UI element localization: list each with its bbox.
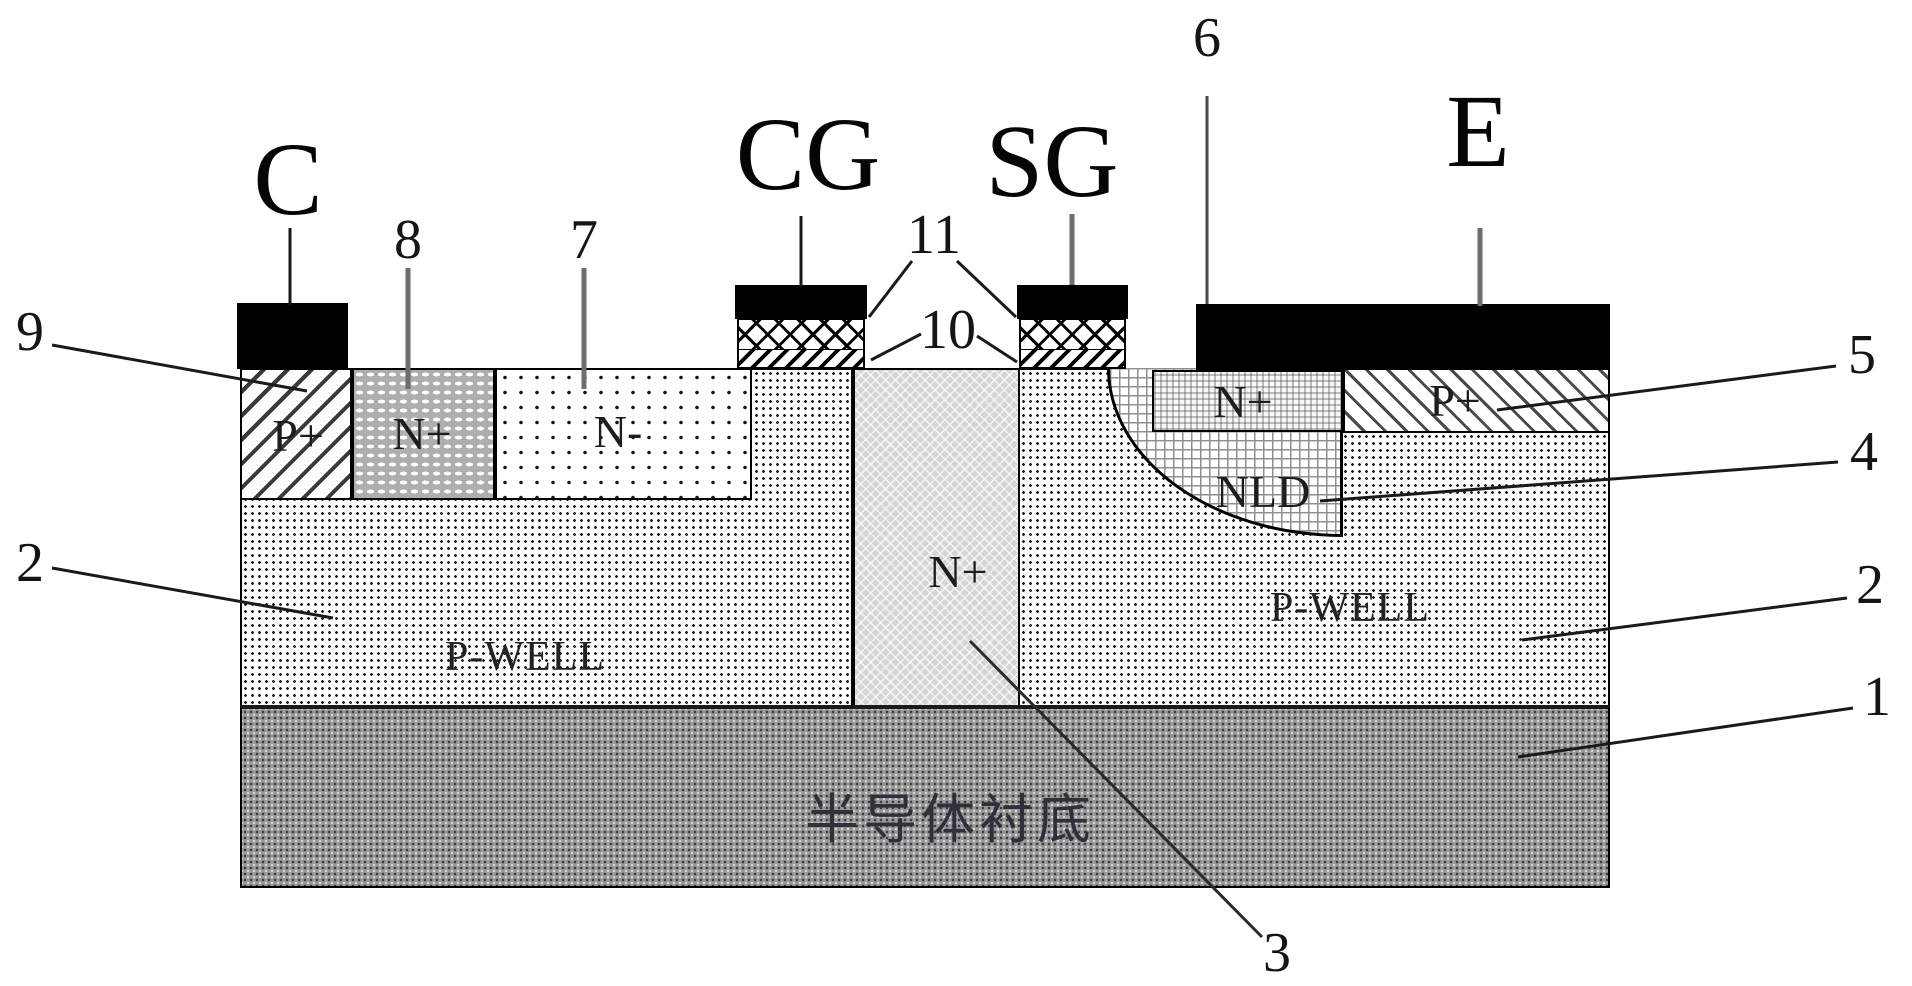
ref-num-2-right: 2 bbox=[1856, 554, 1884, 616]
substrate-label: 半导体衬底 bbox=[805, 790, 1095, 850]
sg-gate-dielectric-layer bbox=[1019, 350, 1126, 369]
n-plus-center-column-region bbox=[853, 368, 1020, 707]
leader-line-10a bbox=[870, 332, 922, 362]
terminal-label-cg: CG bbox=[735, 97, 881, 212]
ref-num-9: 9 bbox=[16, 301, 44, 363]
leader-line-11a bbox=[867, 260, 914, 318]
ref-num-5: 5 bbox=[1848, 324, 1876, 386]
n-minus-region bbox=[495, 368, 752, 500]
region-label-n-plus-left: N+ bbox=[392, 408, 452, 459]
n-plus-emitter-region bbox=[1152, 370, 1343, 432]
region-label-p-plus-left: P+ bbox=[272, 410, 324, 461]
sg-gate-electrode bbox=[1017, 285, 1128, 319]
ref-num-3: 3 bbox=[1263, 922, 1291, 984]
region-label-p-well-left: P-WELL bbox=[445, 634, 605, 680]
cg-floating-gate-layer bbox=[737, 318, 865, 351]
region-label-n-minus: N- bbox=[593, 406, 643, 457]
region-label-n-plus-emitter: N+ bbox=[1213, 376, 1273, 427]
ref-num-8: 8 bbox=[394, 209, 422, 271]
terminal-label-e: E bbox=[1446, 74, 1510, 189]
collector-electrode bbox=[237, 303, 348, 369]
cg-gate-dielectric-layer bbox=[737, 350, 865, 369]
region-label-p-plus-emitter: P+ bbox=[1429, 375, 1481, 426]
leader-line-10b bbox=[976, 334, 1018, 364]
emitter-electrode bbox=[1196, 304, 1610, 370]
ref-num-11: 11 bbox=[907, 204, 961, 266]
n-plus-left-region bbox=[352, 368, 495, 500]
terminal-label-c: C bbox=[253, 122, 323, 237]
ref-num-7: 7 bbox=[570, 209, 598, 271]
sg-floating-gate-layer bbox=[1019, 318, 1126, 351]
ref-num-6: 6 bbox=[1193, 7, 1221, 69]
ref-num-4: 4 bbox=[1850, 421, 1878, 483]
ref-num-2-left: 2 bbox=[16, 532, 44, 594]
ref-num-10: 10 bbox=[920, 299, 976, 361]
region-label-p-well-right: P-WELL bbox=[1270, 585, 1430, 631]
region-label-n-plus-center: N+ bbox=[928, 546, 988, 597]
ref-num-1: 1 bbox=[1863, 666, 1891, 728]
substrate-region bbox=[240, 705, 1610, 888]
terminal-label-sg: SG bbox=[985, 104, 1119, 219]
region-label-nld: NLD bbox=[1215, 466, 1311, 517]
cg-gate-electrode bbox=[735, 285, 867, 319]
